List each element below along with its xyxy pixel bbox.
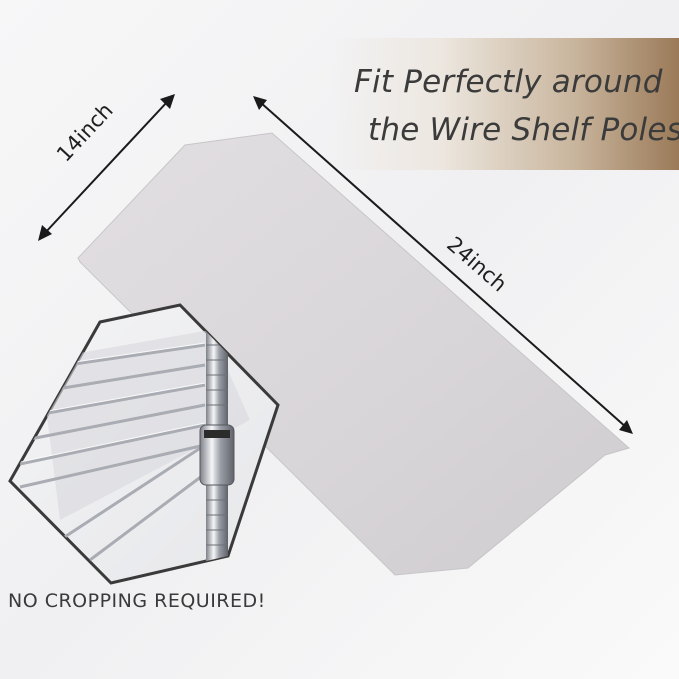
pole-closeup-inset — [8, 303, 280, 585]
headline-banner — [330, 38, 679, 170]
length-dimension-arrow — [253, 96, 633, 434]
no-cropping-caption: NO CROPPING REQUIRED! — [8, 590, 266, 612]
shelf-liner — [77, 132, 631, 576]
headline: Fit Perfectly around the Wire Shelf Pole… — [354, 58, 679, 154]
headline-line-1: Fit Perfectly around — [354, 64, 663, 100]
headline-line-2: the Wire Shelf Poles — [368, 112, 679, 148]
width-dimension-arrow — [38, 94, 175, 241]
